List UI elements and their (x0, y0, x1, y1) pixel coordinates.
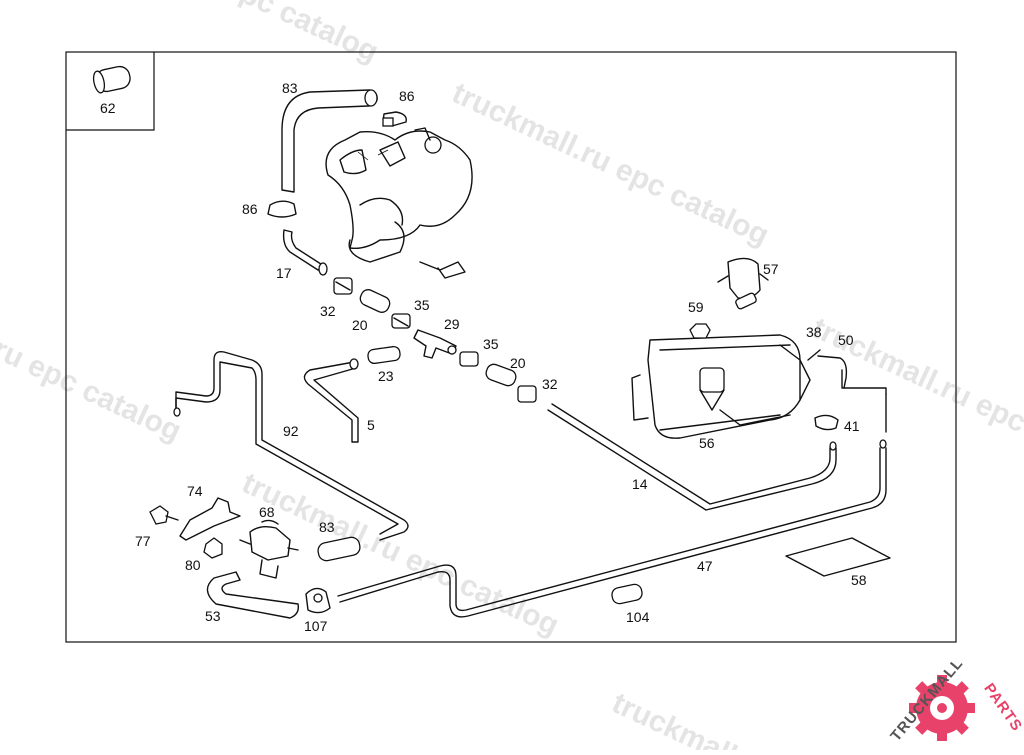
callout-23: 23 (378, 368, 394, 384)
evap-device-assembly (325, 127, 473, 279)
callout-59: 59 (688, 299, 704, 315)
callout-41: 41 (844, 418, 860, 434)
callout-47: 47 (697, 558, 713, 574)
brand-text-parts: PARTS (980, 680, 1024, 735)
leader-lines (357, 149, 389, 161)
hose-20-lower (485, 363, 517, 387)
callout-104: 104 (626, 609, 650, 625)
hose-83-lower (317, 536, 361, 562)
callout-5: 5 (367, 417, 375, 433)
hose-104 (611, 583, 643, 605)
clamp-86-left (267, 200, 297, 218)
pad-58 (785, 537, 891, 577)
valve-57 (717, 257, 769, 310)
callout-107: 107 (304, 618, 328, 634)
pipe-38-50 (807, 349, 848, 389)
callout-80: 80 (185, 557, 201, 573)
callout-57: 57 (763, 261, 779, 277)
clamp-35-lower (459, 351, 479, 367)
nut-80 (203, 537, 223, 559)
brand-logo: TRUCKMALL PARTS (887, 655, 1024, 745)
watermark-text: truckmall.ru epc catalog (447, 76, 774, 252)
canister-56 (631, 334, 811, 439)
hose-20-upper (359, 289, 391, 313)
clamp-32-upper (333, 277, 353, 295)
callout-38: 38 (806, 324, 822, 340)
watermark-text: truckmall.ru epc catalog (237, 466, 564, 642)
bracket-74 (179, 497, 241, 541)
callout-68: 68 (259, 504, 275, 520)
clamp-86-top (382, 111, 407, 127)
callout-35: 35 (483, 336, 499, 352)
callout-32: 32 (320, 303, 336, 319)
watermark-text: truckmall.ru (607, 686, 777, 750)
pipe-14 (547, 403, 837, 511)
callout-32: 32 (542, 376, 558, 392)
watermark-text: ru epc catalog (0, 332, 186, 448)
tee-29 (413, 329, 457, 359)
callout-74: 74 (187, 483, 203, 499)
callout-35: 35 (414, 297, 430, 313)
callout-58: 58 (851, 572, 867, 588)
callout-83: 83 (319, 519, 335, 535)
callout-86: 86 (242, 201, 258, 217)
inset-part-62: 62 (66, 52, 155, 131)
pipe-5 (303, 358, 359, 443)
leader-50 (841, 369, 887, 395)
hose-23 (367, 345, 401, 365)
hose-53 (206, 571, 300, 619)
bolt-77 (149, 505, 179, 525)
valve-68 (239, 519, 299, 579)
clamp-35-upper (391, 313, 411, 329)
callout-86: 86 (399, 88, 415, 104)
callout-83: 83 (282, 80, 298, 96)
callout-53: 53 (205, 608, 221, 624)
pipe-47 (337, 439, 887, 618)
watermark-text: truckmall.ru epc (807, 311, 1024, 439)
grommet-59 (689, 323, 711, 339)
diagram-frame (65, 51, 957, 643)
callout-20: 20 (352, 317, 368, 333)
callout-20: 20 (510, 355, 526, 371)
callout-29: 29 (444, 316, 460, 332)
callout-labels: 83 86 86 17 32 20 35 29 23 35 20 32 5 92… (135, 80, 867, 634)
clamp-32-lower (517, 385, 537, 403)
callout-62: 62 (100, 100, 116, 116)
callout-77: 77 (135, 533, 151, 549)
pipe-17 (282, 229, 328, 276)
callout-56: 56 (699, 435, 715, 451)
hose-83-upper (281, 89, 378, 193)
watermark-text: epc catalog (220, 0, 384, 69)
clamp-41 (814, 414, 839, 431)
callout-17: 17 (276, 265, 292, 281)
callout-50: 50 (838, 332, 854, 348)
callout-14: 14 (632, 476, 648, 492)
clamp-107 (305, 587, 331, 614)
pipe-92 (173, 350, 409, 541)
callout-92: 92 (283, 423, 299, 439)
